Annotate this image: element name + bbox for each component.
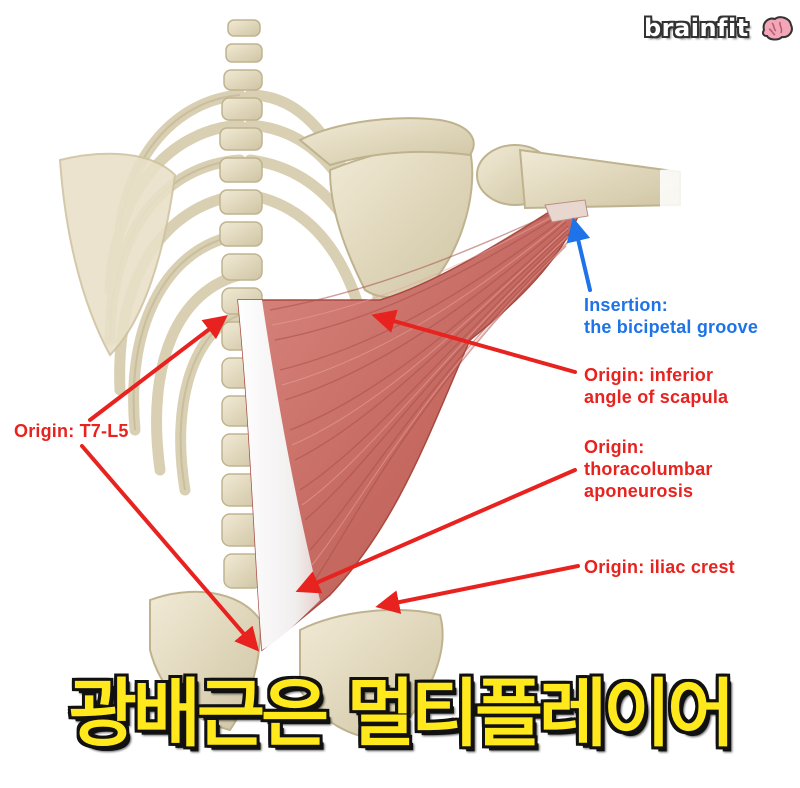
arrow-insertion bbox=[566, 217, 592, 292]
pelvis bbox=[149, 590, 444, 742]
annotation-arrows bbox=[80, 217, 592, 652]
label-insertion: Insertion: the bicipetal groove bbox=[584, 294, 758, 338]
humerus bbox=[476, 144, 692, 210]
left-scapula bbox=[58, 152, 177, 357]
arrow-inferior-angle bbox=[371, 309, 577, 374]
label-iliac-crest-line1: Origin: iliac crest bbox=[584, 557, 735, 577]
arrow-thoracolumbar bbox=[295, 468, 577, 594]
clavicle bbox=[298, 117, 475, 167]
arrow-t7-lower bbox=[80, 444, 260, 652]
label-inferior-angle-line1: Origin: inferior bbox=[584, 365, 714, 385]
caption: 광배근은 멀티플레이어 bbox=[68, 671, 736, 757]
label-inferior-angle: Origin: inferior angle of scapula bbox=[584, 364, 728, 408]
thoracolumbar-aponeurosis bbox=[238, 300, 320, 650]
label-inferior-angle-line2: angle of scapula bbox=[584, 387, 729, 407]
label-insertion-line1: Insertion: bbox=[584, 295, 669, 315]
label-t7-l5: Origin: T7-L5 bbox=[14, 420, 129, 442]
label-thoracolumbar-line1: Origin: bbox=[584, 437, 645, 457]
arrow-t7-upper bbox=[88, 315, 228, 422]
label-insertion-line2: the bicipetal groove bbox=[584, 317, 759, 337]
label-thoracolumbar: Origin: thoracolumbar aponeurosis bbox=[584, 436, 713, 502]
label-thoracolumbar-line2: thoracolumbar bbox=[584, 459, 713, 479]
label-iliac-crest: Origin: iliac crest bbox=[584, 556, 735, 578]
latissimus-dorsi bbox=[237, 199, 589, 652]
label-thoracolumbar-line3: aponeurosis bbox=[584, 481, 694, 501]
arrow-iliac-crest bbox=[375, 564, 580, 614]
label-t7-l5-line1: Origin: T7-L5 bbox=[14, 421, 129, 441]
brainfit-logo: brainfit bbox=[644, 14, 749, 42]
brain-icon bbox=[762, 16, 793, 41]
